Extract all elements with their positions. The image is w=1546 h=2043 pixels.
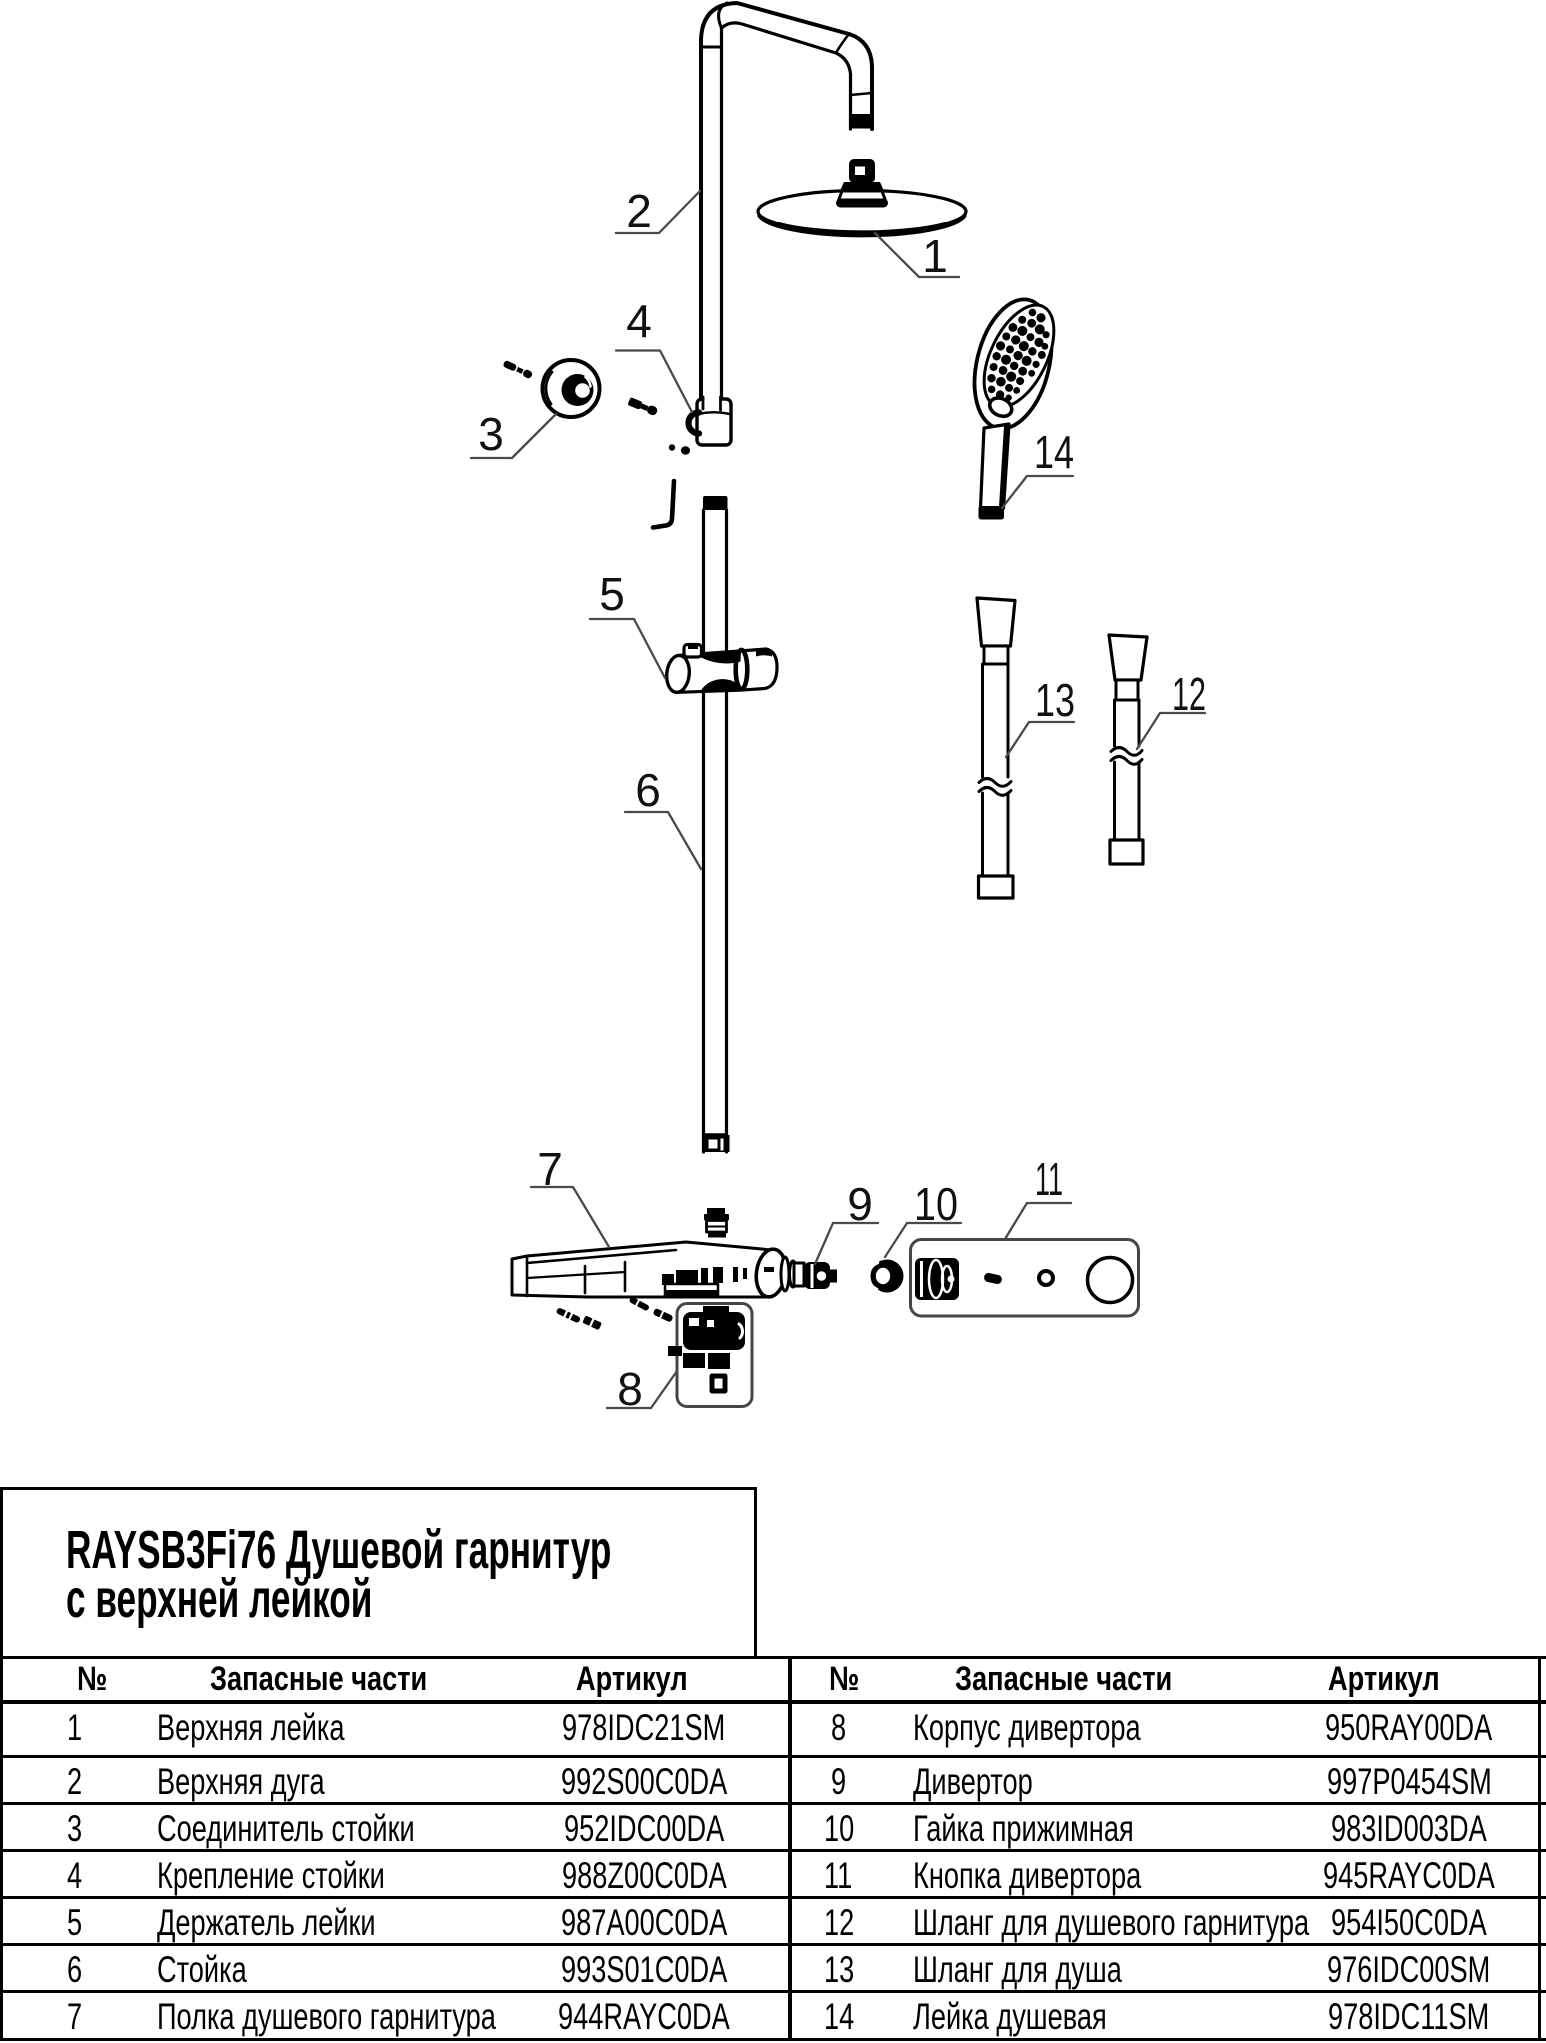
svg-text:13: 13 (1035, 674, 1075, 726)
svg-text:10: 10 (914, 1178, 958, 1230)
svg-text:4: 4 (626, 295, 652, 347)
svg-text:3: 3 (478, 408, 504, 460)
svg-text:12: 12 (1172, 668, 1206, 720)
svg-text:11: 11 (1035, 1153, 1063, 1205)
svg-text:5: 5 (599, 568, 625, 620)
svg-text:9: 9 (847, 1178, 873, 1230)
svg-text:7: 7 (537, 1143, 563, 1195)
svg-text:6: 6 (635, 764, 661, 816)
svg-text:2: 2 (626, 185, 652, 237)
svg-text:1: 1 (922, 230, 948, 282)
svg-text:8: 8 (617, 1363, 643, 1415)
svg-text:14: 14 (1034, 426, 1074, 478)
